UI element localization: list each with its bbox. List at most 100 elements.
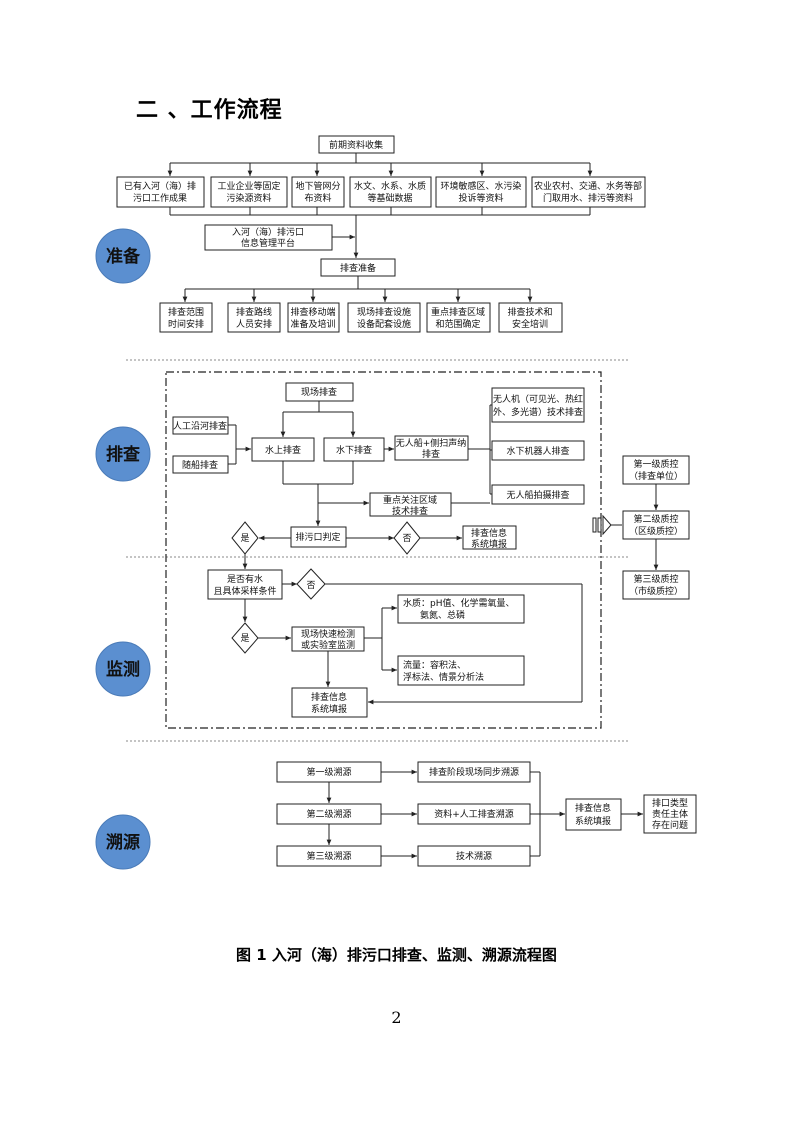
no-label: 否: [306, 580, 315, 591]
qc-label: 第三级质控: [633, 573, 678, 585]
result-box: [643, 794, 697, 834]
source-box: [531, 176, 646, 208]
source-label: 布资料: [304, 192, 331, 204]
source-label: 已有入河（海）排: [124, 180, 196, 192]
prep-task-label: 现场排查设施: [357, 306, 411, 318]
figure-caption: 图 1 入河（海）排污口排查、监测、溯源流程图: [236, 946, 557, 964]
yes-label: 是: [240, 633, 249, 644]
result-label: 责任主体: [652, 808, 688, 820]
robot-box: [491, 440, 585, 461]
trace-level-label: 第三级溯源: [306, 850, 351, 862]
trace-method-label: 技术溯源: [456, 850, 492, 862]
sonar-box: [394, 435, 469, 461]
above-water-label: 水上排查: [265, 444, 301, 456]
source-box: [116, 176, 205, 208]
prep-task-box: [227, 302, 281, 333]
source-label: 污口工作成果: [133, 192, 187, 204]
flow-label: 浮标法、情景分析法: [403, 671, 484, 683]
unmanned-boat-label: 无人船拍摄排查: [506, 489, 569, 501]
focus-box: [369, 492, 452, 517]
source-box: [291, 176, 345, 208]
survey-report-label: 系统填报: [471, 538, 507, 550]
prepare-label: 排查准备: [340, 262, 376, 274]
source-box: [435, 176, 527, 208]
prep-task-label: 重点排查区域: [431, 306, 485, 318]
source-label: 农业农村、交通、水务等部: [534, 180, 642, 192]
yes-decision: [231, 622, 259, 654]
yes-label: 是: [240, 533, 249, 544]
trace-report-label: 排查信息: [575, 802, 611, 814]
prep-task-box: [287, 302, 340, 333]
judge-box: [290, 526, 347, 548]
qc-arrow-icon: [592, 514, 612, 536]
source-label: 门取用水、排污等资料: [543, 192, 633, 204]
trace-method-label: 资料+人工排查溯源: [434, 808, 514, 820]
below-water-label: 水下排查: [336, 444, 372, 456]
qc-label: （区级质控）: [629, 525, 683, 537]
no-decision: [393, 521, 421, 555]
trace-report-label: 系统填报: [575, 815, 611, 827]
survey-report-label: 排查信息: [471, 527, 507, 539]
judge-label: 排污口判定: [295, 531, 340, 543]
source-label: 投诉等资料: [458, 192, 503, 204]
prep-task-label: 设备配套设施: [357, 318, 411, 330]
sonar-label: 无人船+侧扫声纳: [396, 437, 467, 449]
page-number: 2: [391, 1008, 402, 1027]
prep-task-label: 排查范围: [168, 306, 204, 318]
manual-river-label: 人工沿河排查: [173, 420, 227, 432]
drone-box: [491, 387, 585, 423]
prep-task-box: [426, 302, 491, 333]
water-quality-label: 氨氮、总磷: [420, 609, 465, 621]
focus-label: 技术排查: [392, 505, 428, 517]
prep-task-label: 和范围确定: [435, 318, 480, 330]
stage-survey: 排查: [95, 426, 151, 482]
water-quality-box: [397, 594, 525, 624]
prep-task-box: [159, 302, 213, 333]
page-title: 二 、工作流程: [136, 98, 283, 123]
source-box: [349, 176, 432, 208]
focus-label: 重点关注区域: [383, 494, 437, 506]
prep-task-box: [498, 302, 563, 333]
stage-label: 监测: [106, 659, 140, 680]
no-decision: [296, 568, 326, 600]
qc-label: 第二级质控: [633, 513, 678, 525]
collect-label: 前期资料收集: [329, 139, 383, 151]
water-quality-label: 水质：pH值、化学需氧量、: [403, 597, 514, 609]
stage-monitor: 监测: [95, 641, 151, 697]
source-label: 地下管网分: [295, 180, 340, 192]
survey-monitor-frame: [165, 371, 602, 729]
no-label: 否: [402, 533, 411, 544]
test-label: 现场快速检测: [301, 628, 355, 640]
boat-survey-label: 随船排查: [182, 459, 218, 471]
qc-label: （排查单位）: [629, 470, 683, 482]
condition-label: 且具体采样条件: [213, 585, 276, 597]
qc-label: （市级质控）: [629, 585, 683, 597]
drone-label: 外、多光谱）技术排查: [493, 406, 583, 418]
prep-task-label: 排查技术和: [507, 306, 552, 318]
result-label: 排口类型: [652, 797, 688, 809]
prep-task-label: 时间安排: [168, 318, 204, 330]
stage-trace: 溯源: [95, 814, 151, 870]
flow-label: 流量：容积法、: [403, 659, 466, 671]
test-label: 或实验室监测: [301, 639, 355, 651]
stage-prep: 准备: [95, 228, 151, 284]
prep-task-label: 安全培训: [512, 318, 548, 330]
prep-task-box: [347, 302, 421, 333]
stage-label: 准备: [106, 246, 141, 267]
trace-level-label: 第一级溯源: [306, 766, 351, 778]
qc-label: 第一级质控: [633, 458, 678, 470]
source-label: 污染源资料: [226, 192, 271, 204]
platform-label: 信息管理平台: [241, 237, 295, 249]
monitor-report-label: 系统填报: [311, 703, 347, 715]
prep-task-label: 排查移动端: [290, 306, 335, 318]
trace-method-label: 排查阶段现场同步溯源: [429, 766, 519, 778]
qc-level3-box: [622, 570, 690, 600]
qc-level2-box: [622, 510, 690, 540]
source-label: 等基础数据: [367, 192, 412, 204]
source-label: 工业企业等固定: [217, 180, 280, 192]
trace-report-box: [565, 798, 622, 831]
prep-task-label: 人员安排: [236, 318, 272, 330]
platform-box: [204, 224, 333, 251]
stage-label: 溯源: [106, 832, 140, 853]
